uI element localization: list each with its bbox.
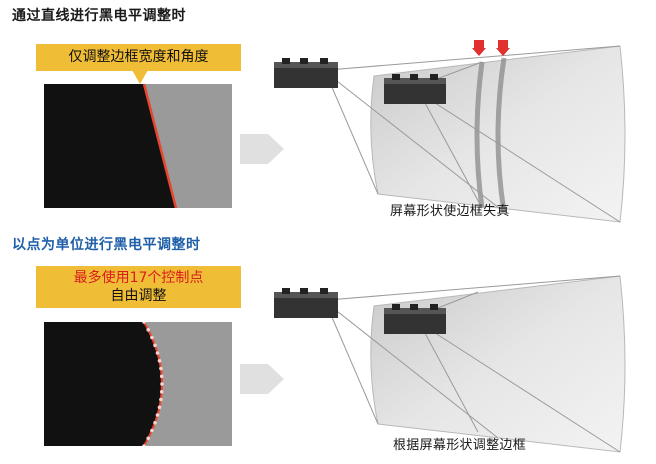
- control-point: [159, 390, 164, 394]
- callout-text-highlight: 最多使用17个控制点: [73, 270, 204, 286]
- projection-scene-bottom: [274, 275, 626, 453]
- curved-screen: [370, 275, 626, 453]
- projector-1: [274, 58, 338, 88]
- caption-adjusted: 根据屏幕形状调整边框: [393, 438, 527, 453]
- control-point: [160, 382, 164, 386]
- projector-2: [384, 74, 446, 104]
- control-point: [146, 436, 150, 441]
- callout-text: 仅调整边框宽度和角度: [68, 49, 209, 65]
- marker-down-arrow-icon: [496, 40, 510, 56]
- control-point: [155, 413, 160, 417]
- line-edge-diagram: [142, 84, 232, 208]
- right-arrow-icon: [240, 364, 284, 394]
- callout-pointer: [132, 70, 148, 84]
- section-title-point-adjust: 以点为单位进行黑电平调整时: [12, 237, 201, 253]
- control-points: [142, 322, 164, 446]
- control-point: [157, 359, 162, 363]
- control-point: [159, 366, 163, 371]
- point-edge-preview: [44, 322, 232, 446]
- right-arrow-icon: [240, 134, 284, 164]
- control-point: [159, 397, 163, 402]
- section-title-line-adjust: 通过直线进行黑电平调整时: [12, 8, 186, 24]
- control-point: [150, 335, 154, 340]
- control-point: [150, 428, 154, 433]
- edge-line: [142, 84, 178, 208]
- callout-point-adjust: 最多使用17个控制点 自由调整: [36, 266, 241, 308]
- projector-1: [274, 288, 338, 318]
- callout-text: 自由调整: [110, 288, 167, 304]
- control-point: [142, 444, 146, 446]
- control-point: [155, 351, 160, 355]
- control-point: [146, 328, 150, 332]
- projection-rays: [327, 45, 621, 223]
- blend-band-1: [474, 61, 485, 209]
- control-point: [159, 374, 164, 379]
- callout-line-adjust: 仅调整边框宽度和角度: [36, 44, 241, 71]
- point-edge-diagram: [142, 322, 232, 446]
- marker-down-arrow-icon: [472, 40, 486, 56]
- projection-scene-top: [274, 40, 626, 223]
- line-edge-preview: [44, 84, 232, 208]
- control-point: [157, 405, 162, 410]
- projection-rays: [327, 275, 621, 453]
- control-point: [153, 421, 157, 425]
- projector-2: [384, 304, 446, 334]
- control-point: [153, 343, 157, 348]
- control-point: [142, 322, 146, 324]
- blend-band-2: [495, 57, 507, 213]
- caption-distorted: 屏幕形状使边框失真: [390, 204, 510, 219]
